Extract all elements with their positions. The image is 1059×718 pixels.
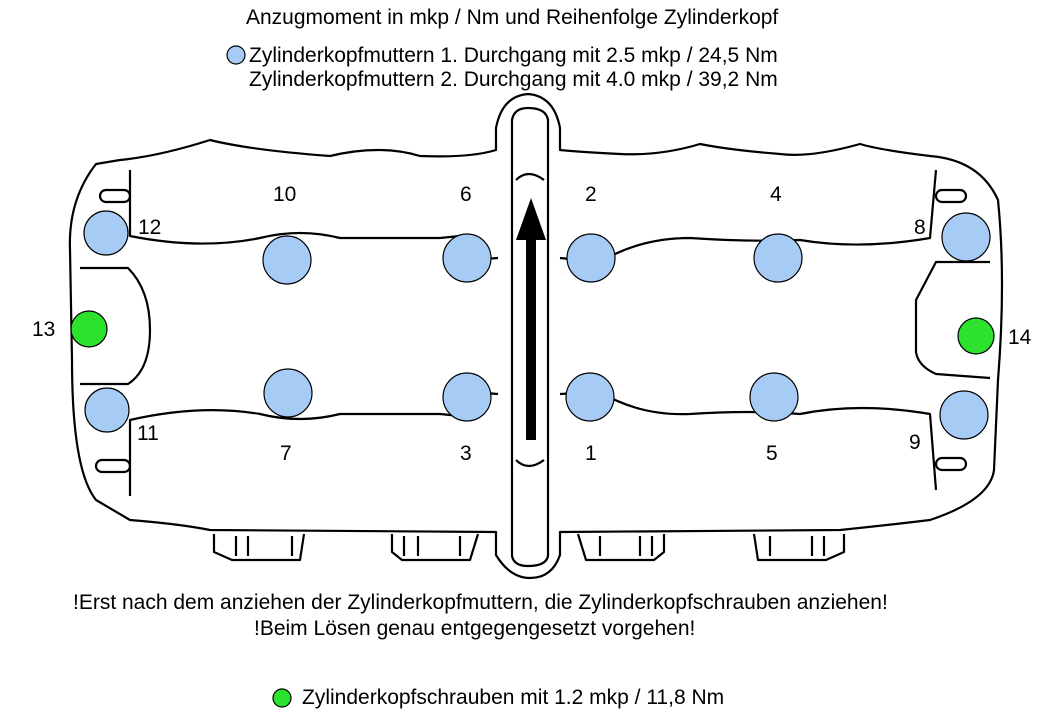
direction-arrow-head [516,198,546,240]
nut-4 [753,233,803,283]
nut-10 [262,235,312,285]
nut-8 [941,212,991,262]
bolt-13 [70,310,108,348]
nut-9 [939,390,989,440]
flange-2 [390,533,480,562]
legend-pass2-text: Zylinderkopfmuttern 2. Durchgang mit 4.0… [249,68,778,91]
nut-6 [442,233,492,283]
nut-1 [565,372,615,422]
nut-3 [442,372,492,422]
note-line-1: !Erst nach dem anziehen der Zylinderkopf… [73,591,888,614]
label-13: 13 [32,318,56,341]
label-9: 9 [909,431,921,454]
center-upper-slot [515,172,545,181]
label-6: 6 [460,183,472,206]
legend-bolt-circle [272,688,292,708]
left-notch [80,266,152,386]
nut-5 [749,372,799,422]
bolt-14 [957,317,995,355]
label-7: 7 [280,442,292,465]
label-1: 1 [585,442,597,465]
flange-1-detail [234,536,294,556]
flange-1 [212,533,306,562]
inner-lower-line [128,390,499,496]
inner-upper-line-right [559,169,938,264]
label-2: 2 [585,183,597,206]
legend-nut-circle [226,45,246,65]
nut-2 [566,233,616,283]
right-notch [914,260,991,380]
legend-pass1-text: Zylinderkopfmuttern 1. Durchgang mit 2.5… [249,44,778,67]
nut-12 [83,210,129,256]
diagram-title: Anzugmoment in mkp / Nm und Reihenfolge … [246,6,779,29]
slot-top-left [98,188,132,204]
label-3: 3 [460,442,472,465]
label-12: 12 [138,216,162,239]
legend-bolts-text: Zylinderkopfschrauben mit 1.2 mkp / 11,8… [302,686,725,709]
flange-4-detail [768,536,826,556]
label-11: 11 [137,422,159,445]
inner-lower-line-right [559,390,938,491]
label-8: 8 [914,216,926,239]
nut-11 [84,387,130,433]
slot-top-right [934,188,968,204]
note-line-2: !Beim Lösen genau entgegengesetzt vorgeh… [254,617,696,640]
label-10: 10 [273,183,297,206]
label-14: 14 [1008,326,1032,349]
slot-bottom-right [934,456,968,472]
center-lower-slot [515,459,545,468]
head-outline [68,92,1004,580]
label-4: 4 [770,183,782,206]
flange-3 [576,533,666,562]
flange-2-detail [402,536,462,556]
inner-upper-line [128,170,499,262]
nut-7 [263,368,313,418]
flange-3-detail [598,536,654,556]
center-channel [510,106,550,568]
flange-4 [752,533,846,562]
label-5: 5 [766,442,778,465]
slot-bottom-left [94,458,132,474]
